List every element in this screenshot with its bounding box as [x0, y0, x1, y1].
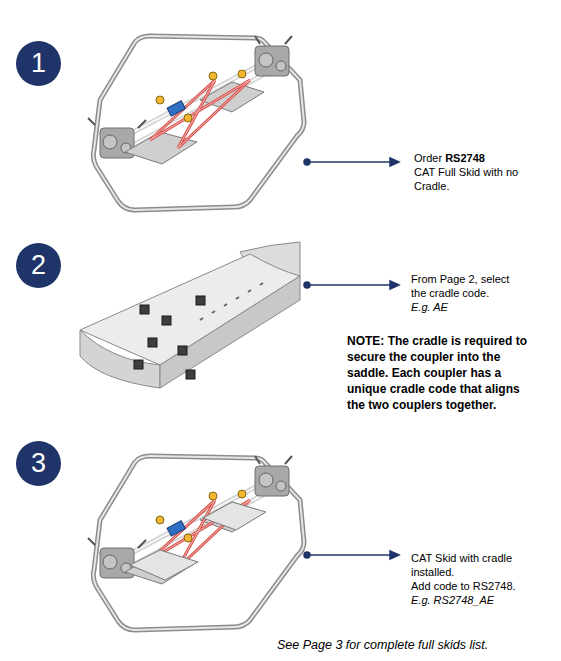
installed-cradle	[203, 502, 266, 530]
leader-head	[390, 158, 399, 166]
bolt	[196, 296, 205, 305]
part-number: RS2748	[445, 152, 485, 164]
text-group: From Page 2, select the cradle code.E.g.…	[411, 272, 523, 314]
step-number: 2	[31, 250, 46, 281]
instruction-text: CAT Skid with cradle installed.	[411, 551, 523, 579]
cradle-wall	[80, 330, 160, 388]
step-circle: 3	[16, 441, 61, 486]
bolt	[178, 346, 187, 355]
step-number: 3	[31, 448, 46, 479]
example-code: E.g. AE	[411, 300, 523, 314]
note-text: NOTE: The cradle is required to secure t…	[347, 333, 537, 413]
slot	[200, 283, 263, 320]
bolt	[134, 360, 143, 369]
instruction-text: Order	[414, 152, 442, 164]
instruction-text: CAT Full Skid with no Cradle.	[414, 165, 526, 193]
skid-illustration	[88, 36, 304, 210]
instruction-text: From Page 2, select the cradle code.	[411, 272, 523, 300]
leader-line	[307, 284, 392, 286]
bolt	[148, 338, 157, 347]
text-group: NOTE: The cradle is required to secure t…	[347, 333, 537, 413]
bolt	[162, 316, 171, 325]
instruction-text: Add code to RS2748.	[411, 579, 523, 593]
skid-with-cradle-illustration	[88, 456, 304, 630]
leader-head	[390, 551, 399, 559]
leader-head	[390, 281, 399, 289]
cradle-illustration	[80, 242, 300, 388]
bolt	[186, 370, 195, 379]
footer-note: See Page 3 for complete full skids list.	[277, 638, 557, 652]
step-circle: 2	[16, 243, 61, 288]
bolt	[140, 305, 149, 314]
leader-line	[307, 554, 392, 556]
installed-cradle	[130, 550, 198, 580]
bolt-set	[134, 296, 205, 379]
leader-line	[307, 161, 392, 163]
step-number: 1	[31, 48, 46, 79]
text-group: See Page 3 for complete full skids list.	[277, 638, 557, 652]
text-group: OrderRS2748CAT Full Skid with no Cradle.	[414, 151, 526, 193]
example-code: E.g. RS2748_AE	[411, 593, 523, 607]
text-group: CAT Skid with cradle installed.Add code …	[411, 551, 523, 607]
cradle-edge	[160, 276, 300, 388]
step-circle: 1	[16, 41, 61, 86]
